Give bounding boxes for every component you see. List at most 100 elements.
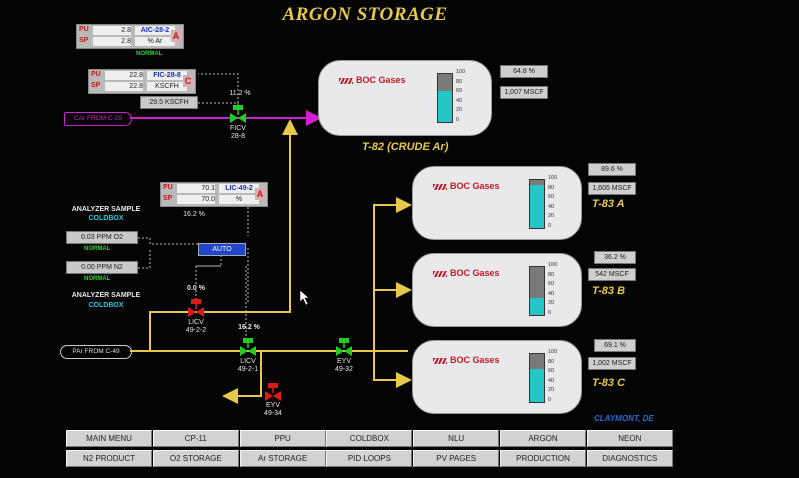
scale-tick: 80 [456,78,463,85]
tank-t83c-percent: 69.1 % [594,339,636,352]
sp-label: SP [91,82,101,89]
nav-button-ar-storage[interactable]: Ar STORAGE [239,450,326,467]
licv-49-2-2-percent: 0.0 % [187,285,205,292]
scale-tick: 80 [548,184,555,191]
controller-tag: LIC-49-2 [219,184,259,193]
scale-tick: 40 [456,97,463,104]
scale-tick: 0 [548,397,552,403]
licv-49-2-1-percent: 16.2 % [238,324,260,331]
nav-button-pv-pages[interactable]: PV PAGES [413,450,500,467]
mode-indicator: C [183,75,193,87]
scale-tick: 60 [548,281,555,288]
licv-49-2-2-num: 49-2-2 [185,327,207,334]
nav-button-cp-11[interactable]: CP-11 [152,430,239,447]
pv-label: PU [79,26,89,33]
nav-button-production[interactable]: PRODUCTION [500,450,586,467]
eyv-49-34-name: EYV [265,402,280,409]
scale-tick: 60 [548,194,555,201]
car-inlet-label: CAr FROM C-29 [64,112,132,126]
nav-button-pid-loops[interactable]: PID LOOPS [326,450,413,467]
sp-value: 70.0 [177,195,215,204]
boc-logo-icon [339,77,353,84]
boc-logo-text: BOC Gases [450,268,500,278]
auto-mode-button[interactable]: AUTO [198,243,246,256]
nav-button-ppu[interactable]: PPU [239,430,326,447]
par-inlet-label: PAr FROM C-49 [60,345,132,359]
tank-t83b-name: T-83 B [592,285,626,297]
pv-label: PU [163,184,173,191]
nav-button-n2-product[interactable]: N2 PRODUCT [66,450,152,467]
nav-button-neon[interactable]: NEON [586,430,673,447]
scale-tick: 80 [548,271,555,278]
ficv-name: FICV [230,125,246,132]
eyv-49-32-name: EYV [336,358,351,365]
controller-tag: FIC-28-8 [147,71,187,80]
boc-logo-icon [433,270,447,277]
boc-logo: BOC Gases [433,181,500,191]
tank-t83b-volume: 542 MSCF [588,268,636,281]
licv-49-2-2-name: LICV [188,319,204,326]
boc-logo-icon [433,357,447,364]
scale-tick: 0 [456,117,460,123]
o2-status: NORMAL [84,246,111,252]
mode-indicator: A [255,188,265,200]
scale-tick: 40 [548,203,555,210]
eyv-49-34-num: 49-34 [264,410,282,417]
scale-tick: 60 [456,88,463,95]
analyzer-sample-label-bottom: ANALYZER SAMPLE [71,292,141,299]
boc-logo-icon [433,183,447,190]
ficv-num: 28-8 [230,133,245,140]
pv-value: 22.8 [105,71,143,80]
level-fill [438,90,452,122]
nav-button-diagnostics[interactable]: DIAGNOSTICS [586,450,673,467]
tank-t83b[interactable]: BOC Gases 100 80 60 40 20 0 [412,253,582,327]
boc-logo-text: BOC Gases [356,75,406,85]
tank-t82-volume: 1,007 MSCF [500,86,548,99]
scale-tick: 100 [548,262,558,268]
sp-label: SP [163,195,173,202]
nav-button-argon[interactable]: ARGON [500,430,586,447]
o2-analyzer-readout[interactable]: 0.03 PPM O2 [66,231,138,244]
scale-tick: 20 [548,300,555,307]
scale-tick: 40 [548,377,555,384]
nav-button-nlu[interactable]: NLU [413,430,500,447]
lic-output-percent: 16.2 % [183,211,205,218]
level-fill [530,297,544,315]
tank-t82-name: T-82 (CRUDE Ar) [362,141,449,153]
scale-tick: 20 [456,107,463,114]
scale-tick: 0 [548,310,552,316]
aic-status: NORMAL [136,51,163,57]
scale-tick: 100 [548,175,558,181]
boc-logo-text: BOC Gases [450,181,500,191]
scale-tick: 40 [548,290,555,297]
unit-label: KSCFH [147,82,187,91]
sp-value: 2.8 [93,37,131,46]
scale-tick: 20 [548,387,555,394]
nav-button-o2-storage[interactable]: O2 STORAGE [152,450,239,467]
controller-tag: AIC-28-2 [135,26,175,35]
scale-tick: 80 [548,358,555,365]
n2-analyzer-readout[interactable]: 0.00 PPM N2 [66,261,138,274]
nav-button-main-menu[interactable]: MAIN MENU [66,430,152,447]
nav-button-coldbox[interactable]: COLDBOX [326,430,413,447]
boc-logo: BOC Gases [433,268,500,278]
pv-value: 2.8 [93,26,131,35]
ficv-percent: 11.2 % [229,90,251,97]
